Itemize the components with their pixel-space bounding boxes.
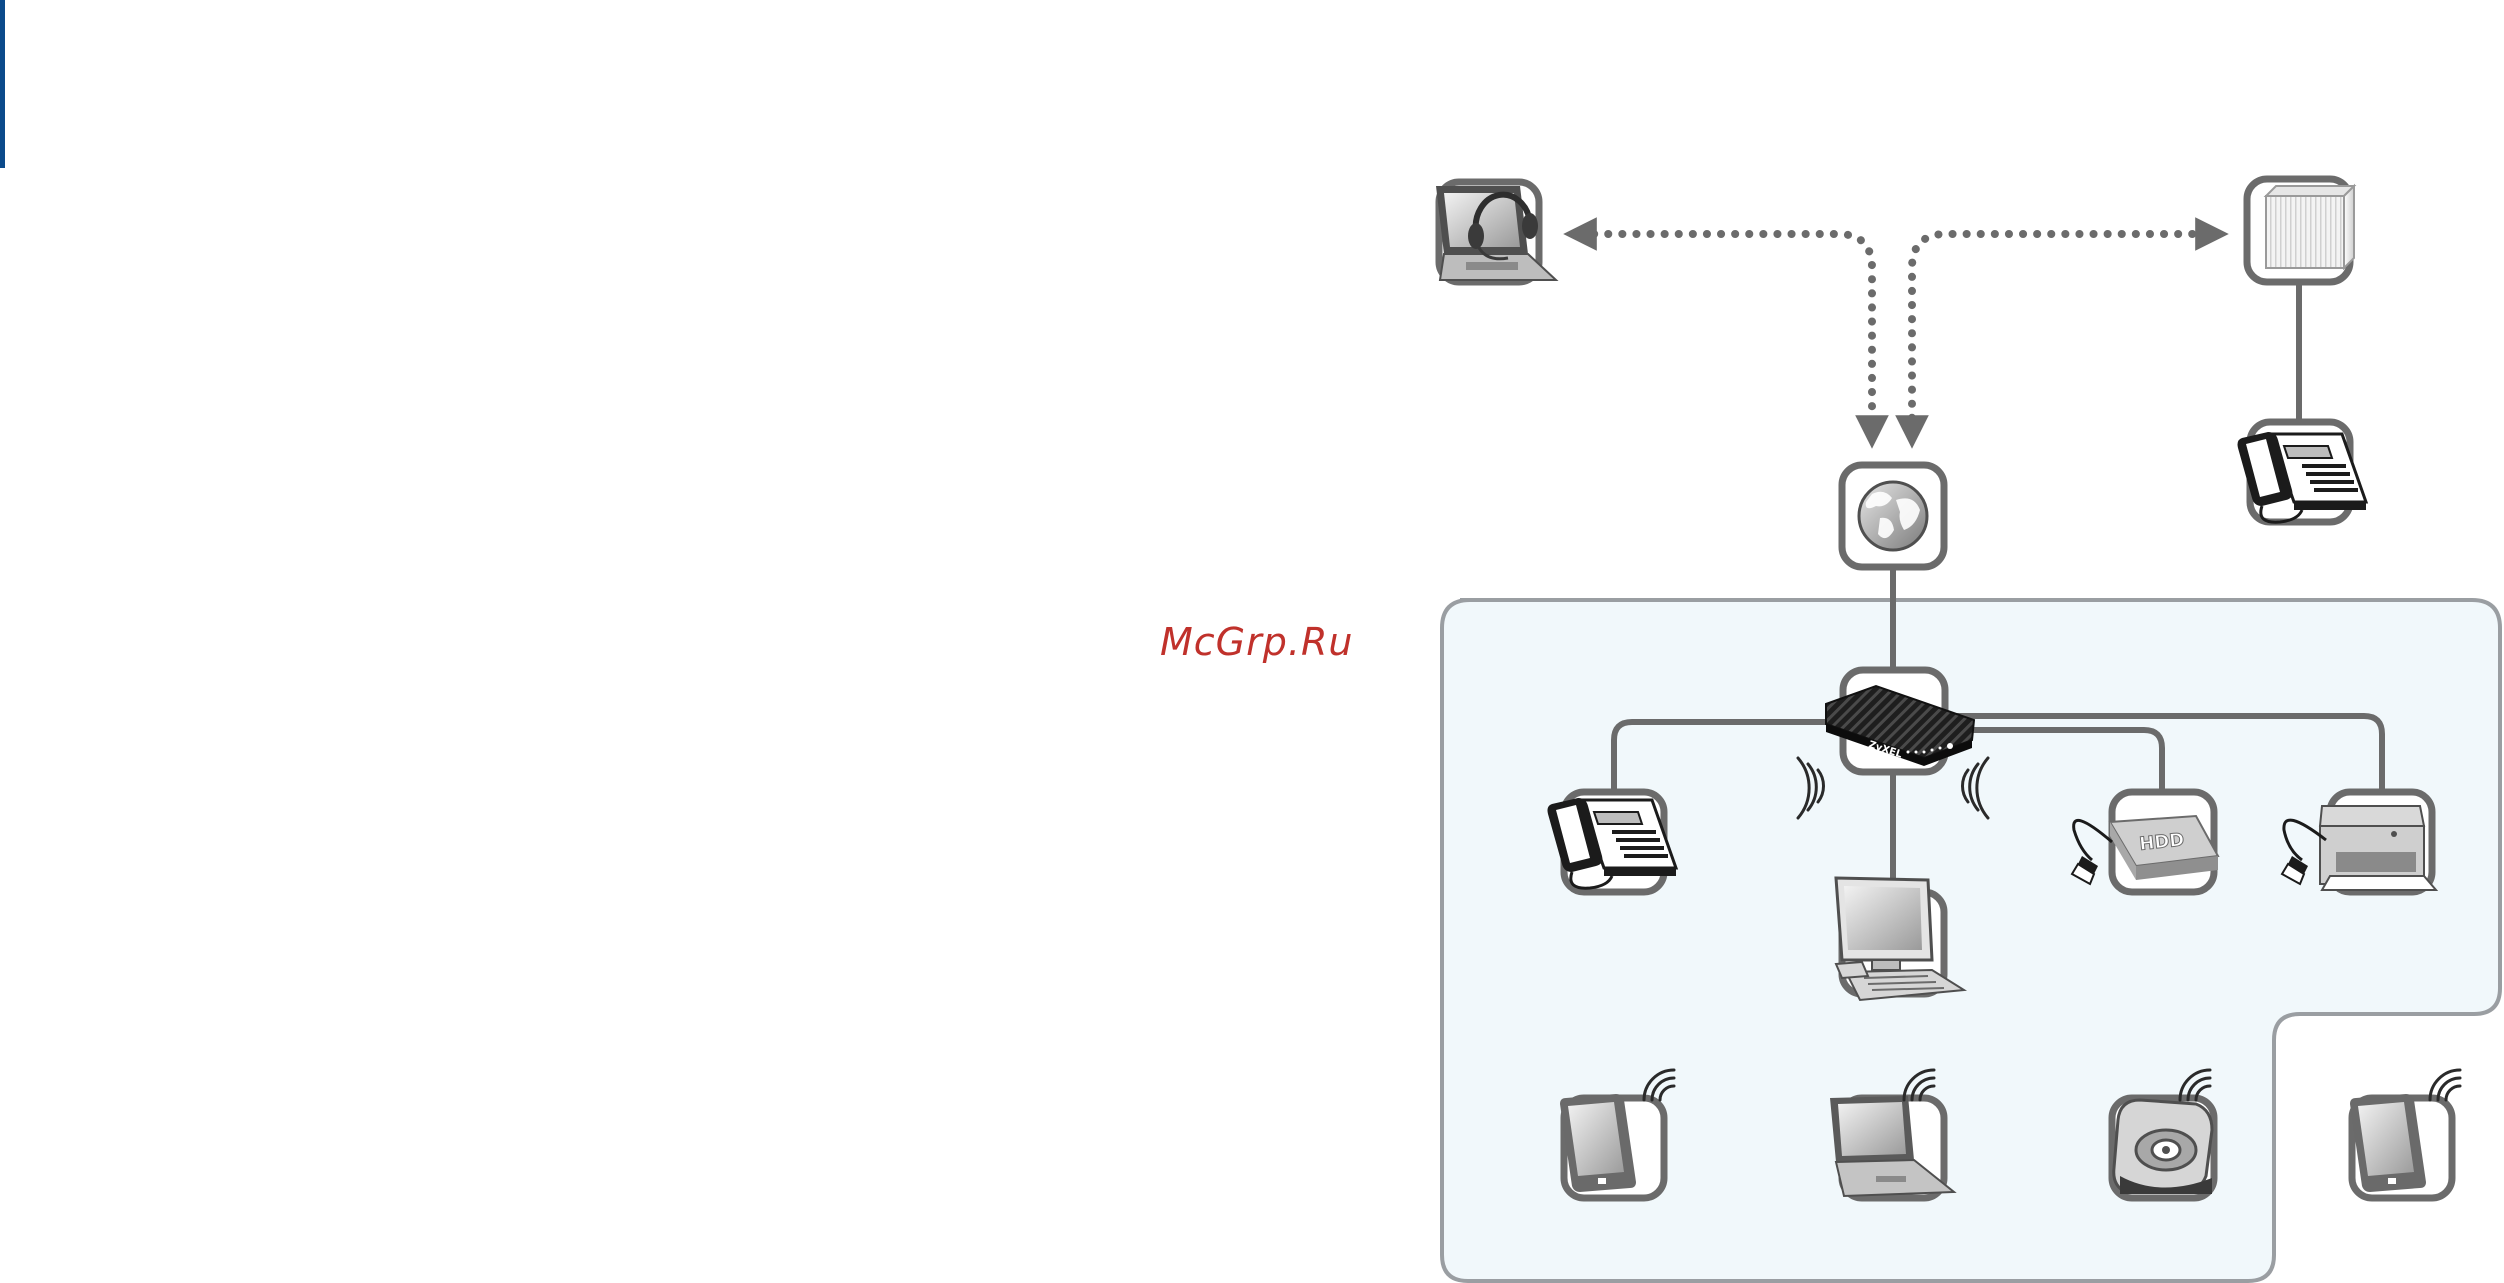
- outside-tablet-node: [2350, 1070, 2460, 1198]
- voip-link-server: [1912, 234, 2212, 432]
- webcam-icon: [2114, 1100, 2212, 1194]
- server-icon: [2266, 186, 2354, 268]
- printer-icon: [2320, 806, 2436, 890]
- globe-icon: [1859, 482, 1927, 550]
- lan-phone-node: [1548, 792, 1677, 892]
- tablet-icon: [1560, 1094, 1636, 1192]
- tablet-icon: [2350, 1094, 2426, 1192]
- voip-server-node: [2247, 179, 2354, 282]
- voip-links: [1580, 234, 2212, 432]
- voip-link-remote-laptop: [1580, 234, 1872, 432]
- remote-laptop-node: [1436, 182, 1556, 282]
- remote-phone-node: [2238, 422, 2367, 522]
- internet-node: [1842, 465, 1944, 567]
